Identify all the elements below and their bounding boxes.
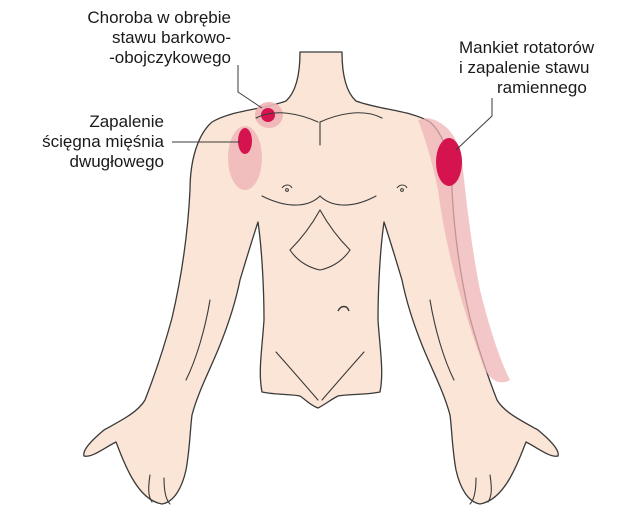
ac-joint-label: Choroba w obrębie stawu barkowo- -obojcz… bbox=[87, 8, 231, 68]
biceps-tendon-label: Zapalenie ścięgna mięśnia dwugłowego bbox=[42, 112, 164, 172]
biceps-pain-core bbox=[238, 128, 252, 154]
rotator-label-line-2: i zapalenie stawu bbox=[459, 58, 594, 78]
rotator-cuff-pain-core bbox=[436, 138, 462, 186]
ac-joint-label-line-3: -obojczykowego bbox=[87, 48, 231, 68]
rotator-leader bbox=[456, 98, 492, 150]
ac-joint-leader bbox=[238, 65, 262, 108]
biceps-label-line-1: Zapalenie bbox=[42, 112, 164, 132]
ac-joint-label-line-2: stawu barkowo- bbox=[87, 28, 231, 48]
rotator-label-line-1: Mankiet rotatorów bbox=[459, 38, 594, 58]
rotator-label-line-3: ramiennego bbox=[459, 78, 594, 98]
rotator-cuff-label: Mankiet rotatorów i zapalenie stawu rami… bbox=[459, 38, 594, 98]
biceps-label-line-2: ścięgna mięśnia bbox=[42, 132, 164, 152]
ac-joint-label-line-1: Choroba w obrębie bbox=[87, 8, 231, 28]
biceps-label-line-3: dwugłowego bbox=[42, 152, 164, 172]
